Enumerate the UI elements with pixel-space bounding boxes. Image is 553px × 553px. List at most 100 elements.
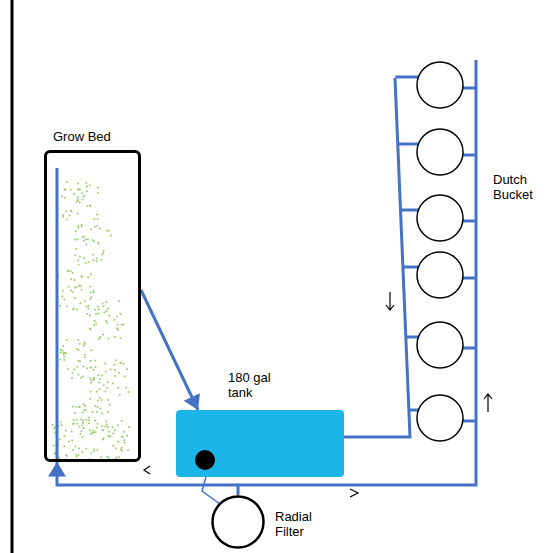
plant-speck [80, 433, 82, 435]
plant-speck [64, 188, 66, 190]
plant-speck [99, 378, 101, 380]
plant-speck [75, 248, 77, 250]
plant-speck [95, 366, 97, 368]
plant-speck [70, 289, 72, 291]
plant-speck [115, 359, 117, 361]
plant-speck [74, 254, 76, 256]
plant-speck [88, 422, 90, 424]
plant-speck [88, 305, 90, 307]
plant-speck [86, 190, 88, 192]
drain-branch [406, 336, 418, 339]
plant-speck [77, 227, 79, 229]
plant-speck [99, 397, 101, 399]
plant-speck [95, 313, 97, 315]
plant-speck [96, 260, 98, 262]
plant-speck [82, 419, 84, 421]
plant-speck [82, 236, 84, 238]
plant-speck [62, 214, 64, 216]
plant-speck [60, 349, 62, 351]
plant-speck [88, 417, 90, 419]
plant-speck [97, 374, 99, 376]
arrow-head [48, 462, 66, 476]
branch-pipes [395, 77, 476, 421]
plant-speck [117, 440, 119, 442]
plant-speck [84, 405, 86, 407]
plant-speck [120, 337, 122, 339]
plant-speck [127, 449, 129, 451]
plant-speck [85, 182, 87, 184]
plant-speck [81, 192, 83, 194]
plant-speck [89, 298, 91, 300]
plant-speck [88, 261, 90, 263]
plant-speck [87, 276, 89, 278]
plant-speck [63, 351, 65, 353]
plant-speck [98, 243, 100, 245]
plant-speck [83, 365, 85, 367]
plant-speck [126, 368, 128, 370]
supply-branch [462, 154, 476, 157]
plant-speck [75, 406, 77, 408]
plant-speck [81, 289, 83, 291]
plant-speck [70, 210, 72, 212]
plant-speck [97, 312, 99, 314]
plant-speck [77, 199, 79, 201]
plant-speck [87, 307, 89, 309]
plant-speck [100, 456, 102, 458]
plant-speck [93, 379, 95, 381]
plant-speck [109, 435, 111, 437]
pipe-line [141, 290, 198, 410]
plant-speck [77, 213, 79, 215]
plant-speck [89, 205, 91, 207]
plant-speck [99, 336, 101, 338]
plant-speck [106, 322, 108, 324]
plant-speck [113, 364, 115, 366]
plant-speck [119, 362, 121, 364]
plant-speck [89, 315, 91, 317]
drain-branch [401, 209, 418, 212]
plant-speck [78, 425, 80, 427]
plant-speck [63, 353, 65, 355]
plant-speck [74, 412, 76, 414]
plant-speck [66, 218, 68, 220]
plant-speck [86, 306, 88, 308]
plant-speck [75, 454, 77, 456]
part-label: Dutch Bucket [493, 172, 551, 202]
plant-speck [77, 197, 79, 199]
plant-speck [83, 195, 85, 197]
plant-speck [62, 290, 64, 292]
plant-speck [83, 195, 85, 197]
drain-branch [403, 266, 418, 269]
dutch-bucket [417, 395, 463, 441]
plant-speck [104, 391, 106, 393]
plant-speck [99, 407, 101, 409]
dutch-bucket [417, 322, 463, 368]
plant-speck [79, 343, 81, 345]
node-label: Grow Bed [53, 129, 143, 144]
plant-speck [65, 430, 67, 432]
plant-speck [107, 381, 109, 383]
plant-speck [70, 278, 72, 280]
plant-speck [104, 426, 106, 428]
plant-speck [89, 328, 91, 330]
supply-branch [462, 277, 476, 280]
arrow-head [184, 393, 200, 410]
plant-speck [61, 196, 63, 198]
dutch-bucket [417, 129, 463, 175]
plant-speck [83, 236, 85, 238]
plant-speck [68, 440, 70, 442]
plant-speck [81, 276, 83, 278]
plant-speck [102, 429, 104, 431]
plant-speck [90, 273, 92, 275]
plant-speck [85, 244, 87, 246]
plant-speck [67, 270, 69, 272]
plant-speck [98, 382, 100, 384]
plant-speck [82, 376, 84, 378]
plant-speck [102, 302, 104, 304]
plant-speck [97, 218, 99, 220]
plant-speck [114, 336, 116, 338]
plant-speck [123, 431, 125, 433]
plant-speck [106, 310, 108, 312]
plant-speck [96, 449, 98, 451]
plant-speck [79, 256, 81, 258]
plant-speck [117, 424, 119, 426]
